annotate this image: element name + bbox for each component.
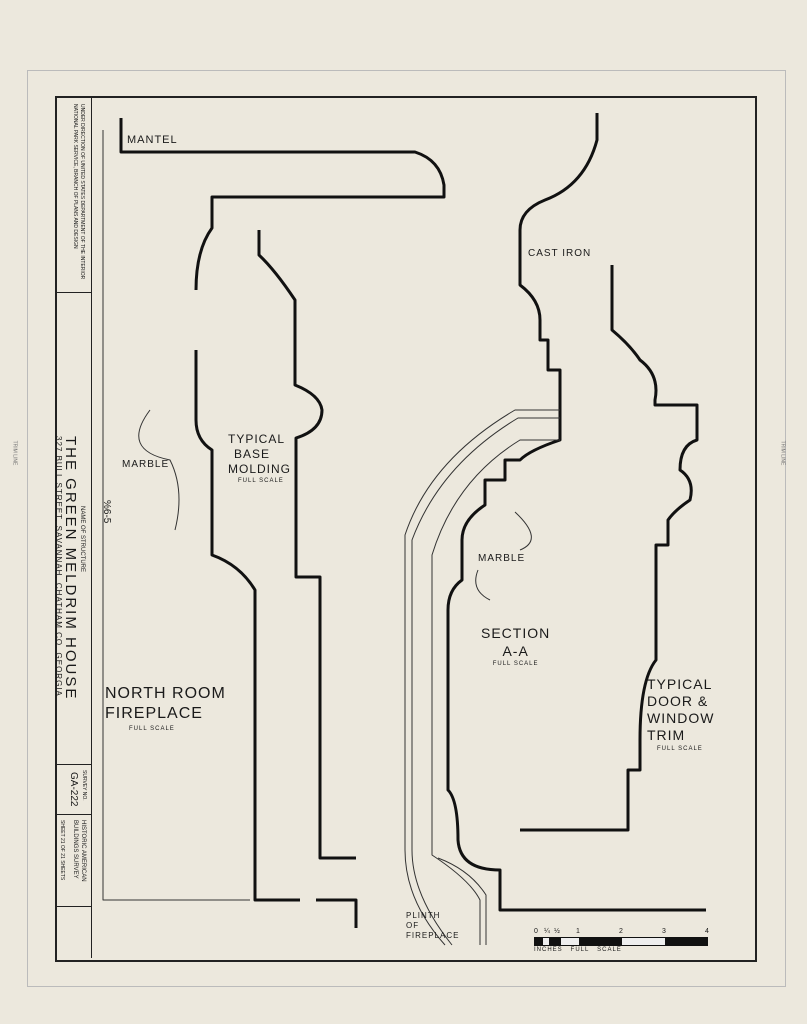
full-scale-note: FULL SCALE <box>492 661 539 667</box>
sheet-trim-border <box>27 70 786 987</box>
fireplace-profile <box>194 350 300 902</box>
label-line: BASE <box>234 447 271 461</box>
label-door-trim: TYPICAL DOOR & WINDOW TRIM FULL SCALE <box>647 676 714 754</box>
plinth-line <box>437 857 487 945</box>
plinth-line <box>411 417 560 946</box>
divider <box>55 906 91 907</box>
scale-tick: 3 <box>662 928 666 935</box>
label-line: TYPICAL <box>647 676 713 692</box>
label-line: FIREPLACE <box>406 931 460 940</box>
scale-caption: INCHES FULL SCALE <box>534 947 622 953</box>
label-north-room: NORTH ROOM FIREPLACE FULL SCALE <box>105 684 226 734</box>
scale-ticks: 0 ¼ ½ 1 2 3 4 <box>534 928 709 937</box>
label-line: OF <box>406 921 420 930</box>
base-molding-profile <box>257 230 356 860</box>
scale-bar-graphic <box>534 937 708 946</box>
scale-tick: 1 <box>576 928 580 935</box>
label-line: NORTH ROOM <box>105 685 226 702</box>
scale-tick: 2 <box>619 928 623 935</box>
label-line: SECTION <box>481 625 551 641</box>
label-line: PLINTH <box>406 911 441 920</box>
door-trim-profile <box>520 265 699 832</box>
scale-tick: 0 <box>534 928 538 935</box>
plinth-line <box>404 409 560 946</box>
label-marble-center: MARBLE <box>478 553 526 564</box>
mantel-profile <box>119 118 446 291</box>
leader-marble-center <box>475 511 532 601</box>
title-block: UNDER DIRECTION OF UNITED STATES DEPARTM… <box>54 96 92 958</box>
label-line: TRIM <box>647 727 686 743</box>
scale-bar: 0 ¼ ½ 1 2 3 4 INCHES FULL SCALE <box>534 928 709 958</box>
divider <box>55 292 91 293</box>
label-cast-iron: CAST IRON <box>528 248 592 259</box>
full-scale-note: FULL SCALE <box>657 746 703 752</box>
plinth-stub <box>316 898 358 928</box>
drawing-frame <box>55 96 757 962</box>
label-line: FIREPLACE <box>105 705 203 722</box>
scale-tick: 4 <box>705 928 709 935</box>
fireplace-edge <box>102 130 250 901</box>
cast-iron-profile <box>518 113 599 400</box>
label-line: DOOR & <box>647 693 709 709</box>
label-line: MOLDING <box>228 462 292 476</box>
label-line: A-A <box>502 643 529 659</box>
label-marble-left: MARBLE <box>122 459 170 470</box>
scale-tick: ¼ <box>544 928 550 935</box>
full-scale-note: FULL SCALE <box>238 478 284 484</box>
label-plinth: PLINTH OF FIREPLACE <box>406 911 459 941</box>
full-scale-note: FULL SCALE <box>129 726 175 732</box>
label-section: SECTION A-A FULL SCALE <box>481 624 550 669</box>
label-base-molding: TYPICAL BASE MOLDING FULL SCALE <box>228 432 291 485</box>
label-mantel: MANTEL <box>127 134 178 146</box>
divider <box>55 814 91 815</box>
label-line: TYPICAL <box>228 432 286 446</box>
scale-tick: ½ <box>554 928 560 935</box>
section-profile <box>446 400 706 912</box>
leader-marble <box>138 409 180 531</box>
label-line: WINDOW <box>647 710 715 726</box>
plinth-line <box>431 439 560 945</box>
divider <box>55 764 91 765</box>
